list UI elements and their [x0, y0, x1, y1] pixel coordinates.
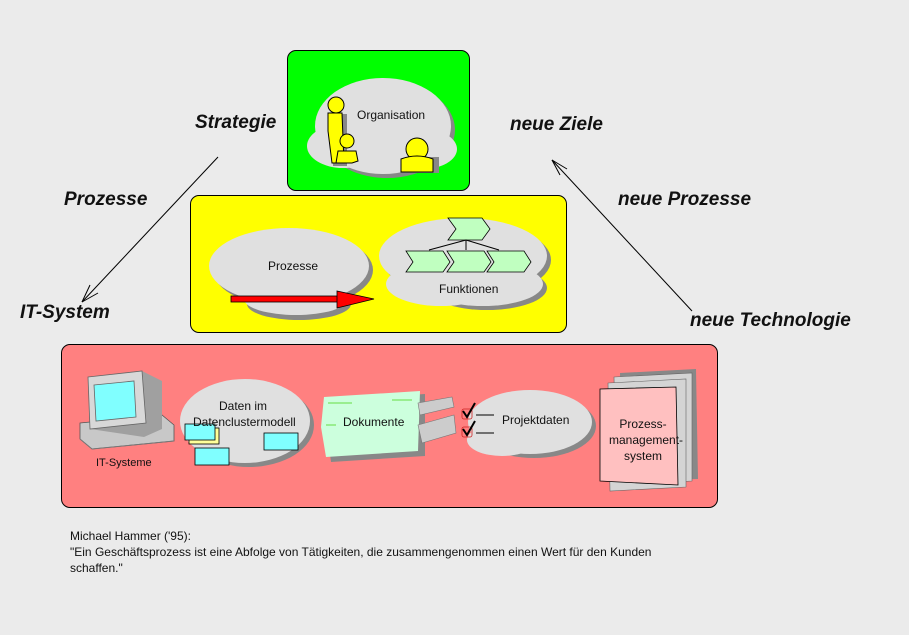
prozessmanagement-line2: management- — [609, 433, 684, 447]
prozessmanagement-label: Prozess- management- system — [609, 416, 684, 464]
label-neue-technologie: neue Technologie — [690, 310, 851, 331]
checklist-icon — [461, 402, 494, 438]
label-it-system: IT-System — [20, 302, 110, 323]
book-icon — [599, 369, 698, 492]
it-systeme-label: IT-Systeme — [96, 457, 152, 469]
funktionen-cloud-label: Funktionen — [439, 282, 499, 296]
function-tree-icon — [405, 217, 532, 273]
label-neue-ziele: neue Ziele — [510, 114, 603, 135]
data-blocks-icon — [184, 423, 299, 466]
documents-stack-icon — [321, 391, 457, 462]
arrow-strategie-to-it-system — [81, 156, 219, 303]
quote-author: Michael Hammer ('95): — [70, 529, 191, 543]
label-prozesse: Prozesse — [64, 189, 148, 210]
process-panel: Prozesse Funktionen — [190, 195, 567, 333]
prozessmanagement-line3: system — [623, 449, 662, 463]
daten-label-line2: Datenclustermodell — [193, 415, 296, 429]
quote-line2: schaffen." — [70, 561, 123, 575]
prozesse-cloud-label: Prozesse — [268, 259, 319, 273]
prozessmanagement-line1: Prozess- — [619, 417, 667, 431]
projektdaten-cloud — [467, 390, 596, 458]
it-panel: IT-Systeme Daten im Datenclustermodell D… — [61, 344, 718, 508]
computer-icon — [79, 370, 175, 450]
people-icon — [327, 96, 439, 173]
organisation-label: Organisation — [357, 108, 426, 122]
dokumente-label: Dokumente — [343, 415, 405, 429]
daten-label-line1: Daten im — [219, 399, 268, 413]
red-process-arrow — [230, 290, 375, 309]
projektdaten-label: Projektdaten — [502, 413, 570, 427]
quote-block: Michael Hammer ('95): "Ein Geschäftsproz… — [70, 528, 651, 576]
arrow-technologie-to-ziele — [551, 159, 693, 312]
label-strategie: Strategie — [195, 112, 277, 133]
quote-line1: "Ein Geschäftsprozess ist eine Abfolge v… — [70, 545, 652, 559]
organisation-panel: Organisation — [287, 50, 470, 191]
label-neue-prozesse: neue Prozesse — [618, 189, 752, 210]
